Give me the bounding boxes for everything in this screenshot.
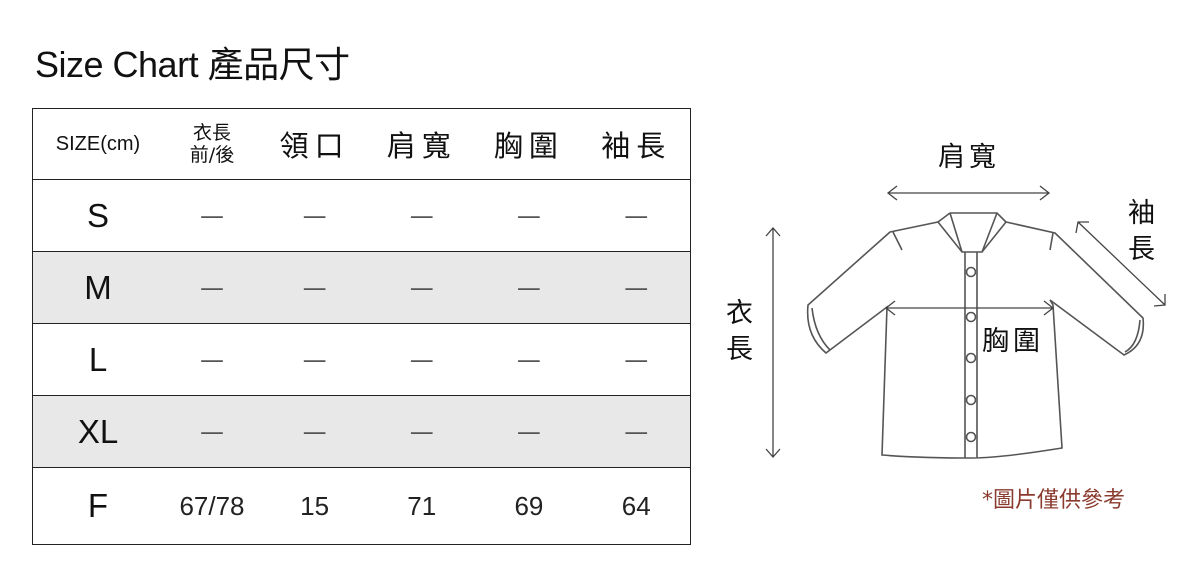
value-cell: — (200, 273, 224, 302)
table-row: S — — — — — (32, 180, 691, 252)
header-size: SIZE(cm) (55, 132, 141, 155)
value-cell: — (409, 417, 434, 446)
value-cell: — (624, 273, 649, 302)
value-cell: — (302, 201, 327, 230)
header-chest: 胸圍 (493, 129, 564, 163)
header-length-line2: 前/後 (189, 144, 235, 166)
table-row: L — — — — — (32, 324, 691, 396)
value-cell: 67/78 (179, 490, 245, 521)
header-length-line1: 衣長 (192, 122, 231, 144)
header-sleeve: 袖長 (601, 129, 672, 163)
size-cell: XL (77, 412, 119, 450)
value-cell: — (200, 201, 224, 230)
value-cell: — (302, 417, 327, 446)
table-row: F 67/78 15 71 69 64 (32, 468, 691, 545)
header-length: 衣長前/後 (163, 109, 261, 180)
value-cell: — (516, 273, 541, 302)
header-neck: 領口 (279, 129, 350, 163)
value-cell: — (302, 273, 327, 302)
value-cell: 64 (621, 490, 651, 521)
label-shoulder: 肩寬 (938, 142, 1000, 173)
size-cell: S (86, 196, 109, 234)
reference-note: *圖片僅供參考 (982, 488, 1126, 513)
label-length-1: 衣 (726, 298, 753, 329)
label-sleeve-1: 袖 (1128, 198, 1155, 229)
label-sleeve-2: 長 (1128, 234, 1155, 265)
value-cell: — (302, 345, 327, 374)
label-length-2: 長 (726, 334, 753, 365)
table-row: XL — — — — — (32, 395, 691, 468)
value-cell: — (516, 345, 541, 374)
value-cell: — (516, 417, 541, 446)
page-title: Size Chart 產品尺寸 (35, 44, 350, 85)
value-cell: — (200, 417, 224, 446)
measure-arrows (765, 185, 1166, 458)
shirt-outline-icon (806, 212, 1145, 459)
size-cell: M (84, 268, 112, 306)
value-cell: — (409, 273, 434, 302)
size-table: SIZE(cm) 衣長前/後 領口 肩寬 胸圍 袖長 S—————M—————L… (32, 108, 691, 545)
table-row: M — — — — — (32, 251, 691, 324)
value-cell: 69 (514, 490, 544, 521)
value-cell: — (409, 201, 434, 230)
value-cell: — (624, 201, 649, 230)
value-cell: — (200, 345, 224, 374)
value-cell: — (516, 201, 541, 230)
label-chest: 胸圍 (982, 326, 1044, 357)
value-cell: — (624, 345, 649, 374)
size-cell: F (87, 487, 109, 524)
value-cell: — (409, 345, 434, 374)
value-cell: 71 (407, 490, 437, 521)
value-cell: 15 (300, 490, 330, 521)
size-cell: L (88, 340, 108, 378)
header-shoulder: 肩寬 (386, 129, 457, 163)
value-cell: — (624, 417, 649, 446)
